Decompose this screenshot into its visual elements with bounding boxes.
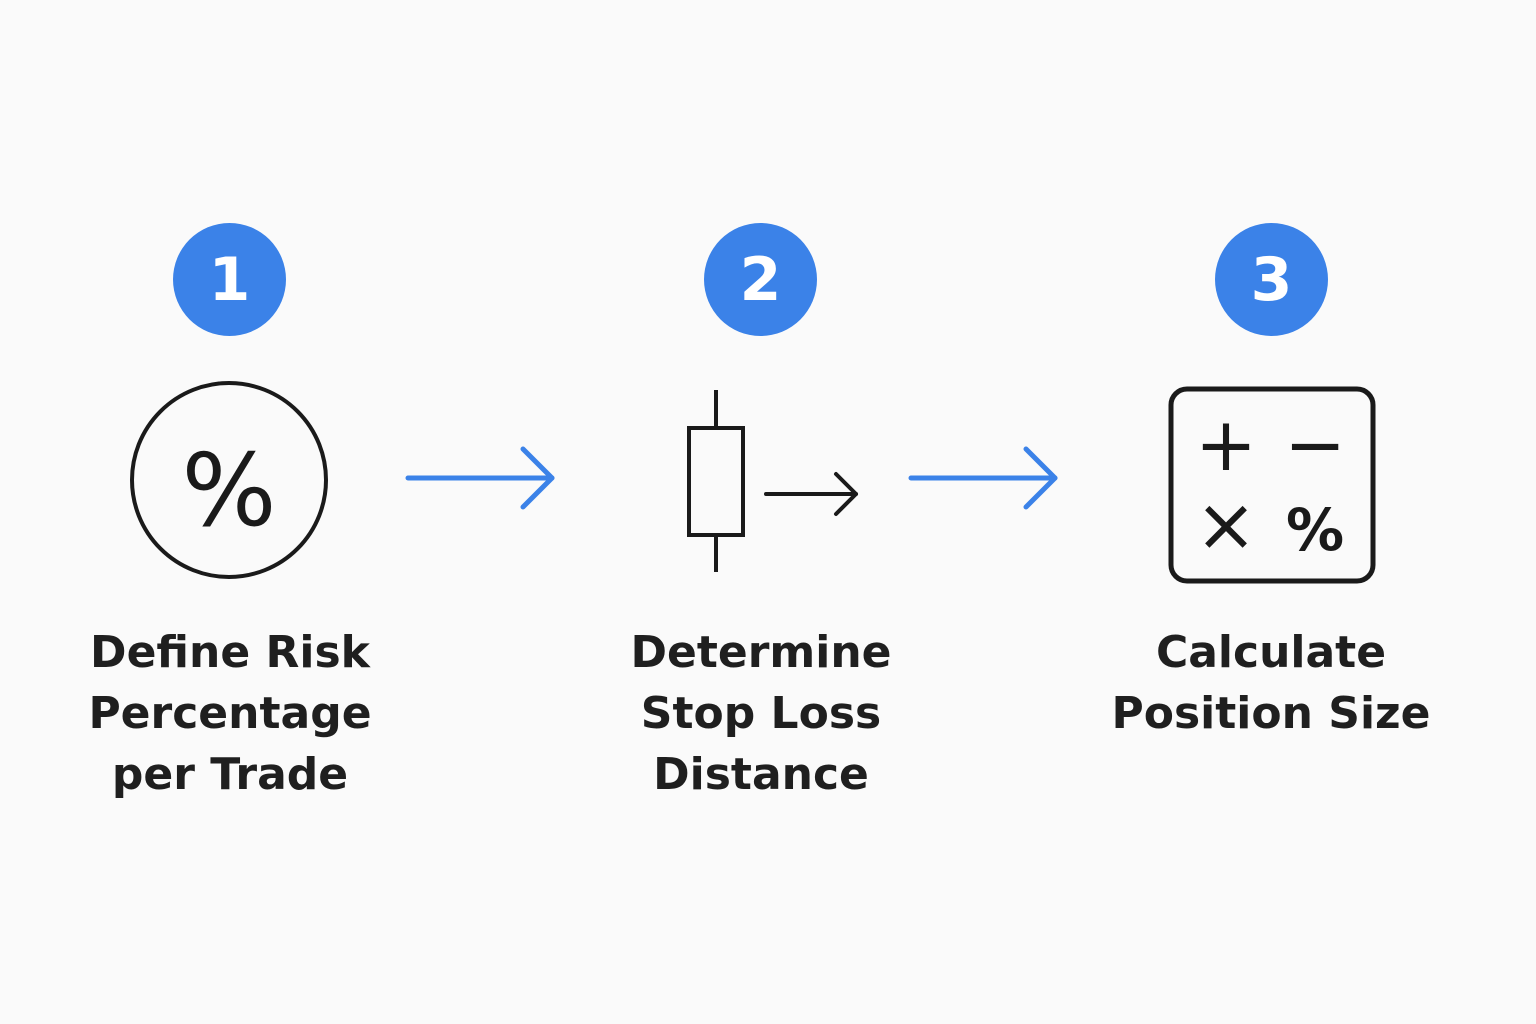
step-1-number: 1 — [208, 244, 251, 315]
step-3-number: 3 — [1250, 244, 1293, 315]
step-2-label: Determine Stop Loss Distance — [571, 622, 951, 805]
step-1-label: Define Risk Percentage per Trade — [40, 622, 420, 805]
times-glyph: × — [1195, 482, 1257, 568]
step-1-number-badge: 1 — [173, 223, 286, 336]
candlestick-stop-loss-icon — [687, 390, 858, 572]
step-1-label-line: per Trade — [111, 749, 349, 800]
step-2-label-line: Determine — [630, 627, 892, 678]
step-2-label-line: Stop Loss — [640, 688, 882, 739]
step-3-label-line: Position Size — [1111, 688, 1431, 739]
step-3-label: Calculate Position Size — [1081, 622, 1461, 744]
step-2-number: 2 — [739, 244, 782, 315]
step-1-label-line: Percentage — [88, 688, 372, 739]
arrow-right-icon — [405, 446, 555, 510]
calculator-icon: + − × % — [1168, 386, 1376, 584]
percent-glyph: % — [1286, 496, 1344, 564]
step-3-number-badge: 3 — [1215, 223, 1328, 336]
percent-glyph: % — [181, 432, 276, 549]
step-1-label-line: Define Risk — [90, 627, 370, 678]
step-2-label-line: Distance — [653, 749, 869, 800]
minus-glyph: − — [1284, 402, 1346, 488]
plus-glyph: + — [1195, 402, 1257, 488]
percent-circle-icon: % — [130, 381, 328, 579]
arrow-right-icon — [908, 446, 1058, 510]
step-3-label-line: Calculate — [1155, 627, 1387, 678]
step-2-number-badge: 2 — [704, 223, 817, 336]
